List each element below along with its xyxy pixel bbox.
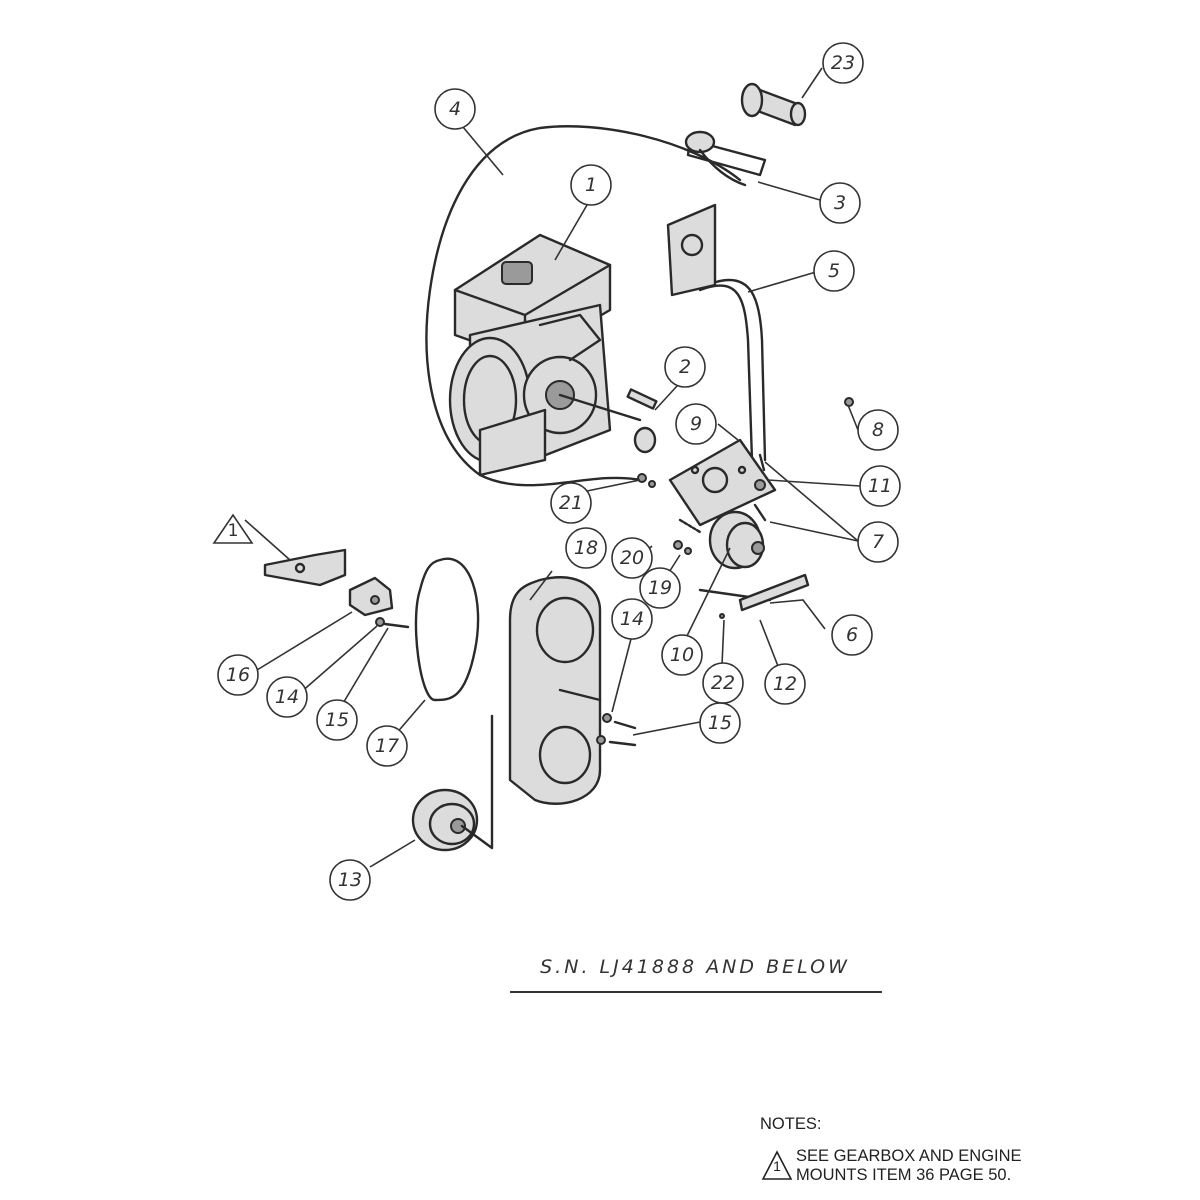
svg-text:8: 8 [872,419,884,441]
balloon-18: 18 [565,527,607,569]
svg-text:23: 23 [831,52,855,74]
balloon-14-left: 14 [266,676,308,718]
svg-text:14: 14 [620,608,644,630]
svg-text:5: 5 [828,260,840,282]
balloon-9: 9 [675,403,717,445]
svg-text:16: 16 [226,664,250,686]
belt-guard [508,576,602,805]
svg-text:1: 1 [773,1158,781,1174]
svg-text:4: 4 [449,98,461,120]
svg-text:19: 19 [648,577,672,599]
balloon-14-right: 14 [611,598,653,640]
svg-text:14: 14 [275,686,299,708]
shaft-key [626,388,658,410]
svg-text:15: 15 [325,709,349,731]
svg-text:15: 15 [708,712,732,734]
svg-text:1: 1 [585,174,597,196]
svg-text:21: 21 [559,492,583,514]
balloon-15-right: 15 [699,702,741,744]
bolts [375,617,637,747]
svg-text:18: 18 [574,537,598,559]
svg-text:17: 17 [375,735,399,757]
throttle-lever [684,130,767,187]
svg-text:11: 11 [868,475,892,497]
handle-grip [740,82,807,127]
svg-text:3: 3 [834,192,846,214]
balloon-17: 17 [366,725,408,767]
serial-number-caption: S.N. LJ41888 AND BELOW [540,956,850,978]
handle-bar [666,203,767,462]
svg-text:6: 6 [846,624,858,646]
balloon-2: 2 [664,346,706,388]
balloon-5: 5 [813,250,855,292]
svg-text:10: 10 [670,644,694,666]
balloon-1: 1 [570,164,612,206]
balloon-19: 19 [639,567,681,609]
idler-bracket [348,576,394,617]
balloon-8: 8 [857,409,899,451]
note-1-line-1: SEE GEARBOX AND ENGINE [796,1147,1022,1165]
svg-text:12: 12 [773,673,797,695]
balloon-7: 7 [857,521,899,563]
balloon-13: 13 [329,859,371,901]
balloon-4: 4 [434,88,476,130]
caption-underline [510,991,882,993]
note-1: 1 SEE GEARBOX AND ENGINE MOUNTS ITEM 36 … [760,1147,1180,1185]
mounting-plate [668,438,777,527]
balloon-11: 11 [859,465,901,507]
balloon-15-left: 15 [316,699,358,741]
svg-text:9: 9 [690,413,702,435]
clutch-pulley [698,510,772,602]
balloon-3: 3 [819,182,861,224]
svg-text:13: 13 [338,869,362,891]
balloon-20: 20 [611,537,653,579]
engine [448,233,642,477]
svg-text:22: 22 [711,672,735,694]
drive-belt [414,557,480,702]
balloon-10: 10 [661,634,703,676]
support-bracket [738,573,810,612]
notes-heading: NOTES: [760,1115,822,1133]
drive-pulley [411,714,494,852]
svg-text:20: 20 [620,547,644,569]
balloon-21: 21 [550,482,592,524]
note-1-text: SEE GEARBOX AND ENGINE MOUNTS ITEM 36 PA… [796,1147,1022,1185]
svg-text:2: 2 [679,356,691,378]
notes-block: NOTES: 1 SEE GEARBOX AND ENGINE MOUNTS I… [760,1115,1180,1185]
small-hardware [637,397,854,619]
note-1-line-2: MOUNTS ITEM 36 PAGE 50. [796,1166,1012,1184]
balloon-6: 6 [831,614,873,656]
engine-mount [263,548,347,587]
shaft-spacer [633,426,657,454]
balloon-12: 12 [764,663,806,705]
balloon-22: 22 [702,662,744,704]
svg-text:7: 7 [872,531,884,553]
note-1-flag: 1 [212,513,291,561]
throttle-cable [425,125,742,487]
note-flag-icon: 1 [761,1150,793,1180]
svg-text:1: 1 [228,521,239,541]
balloon-16: 16 [217,654,259,696]
balloon-23: 23 [822,42,864,84]
